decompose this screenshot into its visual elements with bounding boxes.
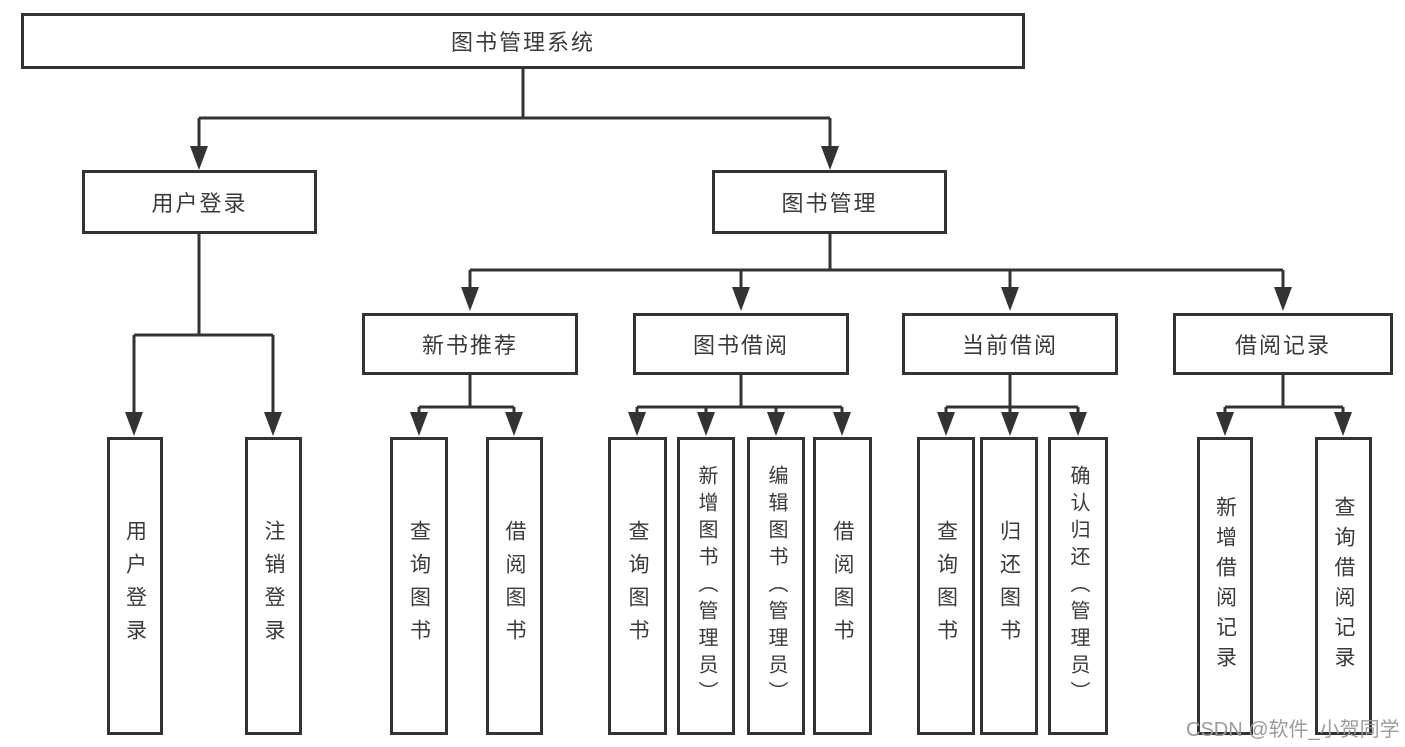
leaf-label: 查询图书: [934, 520, 958, 652]
arrowhead: [1334, 412, 1352, 436]
arrowhead: [937, 412, 955, 436]
arrowhead: [190, 146, 208, 170]
arrowhead: [125, 412, 143, 436]
arrowhead: [1216, 412, 1234, 436]
leaf-label: 用户登录: [123, 520, 147, 652]
node-new-book-recommend: 新书推荐: [362, 313, 578, 375]
node-label: 当前借阅: [961, 333, 1058, 358]
connector-user-login-to-leaves: [125, 234, 282, 436]
arrowhead: [732, 287, 750, 311]
node-current-borrow: 当前借阅: [902, 313, 1118, 375]
node-label: 图书管理系统: [450, 30, 595, 55]
leaf-label: 查询借阅记录: [1332, 496, 1355, 676]
node-label: 新书推荐: [421, 333, 518, 358]
arrowhead: [505, 412, 523, 436]
connector-book-borrow-to-leaves: [628, 375, 851, 436]
leaf-borrow-books: 借阅图书: [813, 437, 872, 735]
node-book-borrow: 图书借阅: [633, 313, 849, 375]
node-label: 用户登录: [151, 191, 248, 216]
arrowhead: [821, 146, 839, 170]
leaf-query-books-recommend: 查询图书: [390, 437, 448, 735]
leaf-label: 归还图书: [997, 520, 1021, 652]
leaf-label: 查询图书: [407, 520, 431, 652]
leaf-borrow-books-recommend: 借阅图书: [486, 437, 543, 735]
leaf-user-login: 用户登录: [107, 437, 163, 735]
leaf-query-borrow-record: 查询借阅记录: [1315, 437, 1372, 735]
leaf-label: 新增图书（管理员）: [695, 464, 717, 708]
arrowhead: [1001, 287, 1019, 311]
leaf-label: 确认归还（管理员）: [1067, 464, 1089, 708]
arrowhead: [410, 412, 428, 436]
leaf-logout: 注销登录: [245, 437, 302, 735]
leaf-label: 注销登录: [262, 520, 285, 652]
arrowhead: [1001, 412, 1019, 436]
arrowhead: [1069, 412, 1087, 436]
node-label: 借阅记录: [1234, 333, 1331, 358]
node-borrow-records: 借阅记录: [1173, 313, 1393, 375]
node-user-login: 用户登录: [82, 170, 317, 234]
connector-borrow-records-to-leaves: [1216, 375, 1352, 436]
leaf-label: 查询图书: [626, 520, 649, 652]
arrowhead: [1274, 287, 1292, 311]
node-label: 图书管理: [781, 191, 878, 216]
node-library-management-system: 图书管理系统: [21, 13, 1025, 69]
leaf-add-books-admin: 新增图书（管理员）: [677, 437, 735, 735]
leaf-label: 借阅图书: [831, 520, 854, 652]
leaf-label: 新增借阅记录: [1213, 496, 1237, 676]
connector-root-to-level2: [190, 68, 839, 170]
connector-current-borrow-to-leaves: [937, 375, 1087, 436]
connector-new-book-recommend-to-leaves: [410, 375, 523, 436]
arrowhead: [461, 287, 479, 311]
leaf-label: 编辑图书（管理员）: [765, 464, 787, 708]
arrowhead: [767, 412, 785, 436]
arrowhead: [833, 412, 851, 436]
leaf-edit-books-admin: 编辑图书（管理员）: [747, 437, 805, 735]
node-label: 图书借阅: [692, 333, 789, 358]
node-book-management: 图书管理: [712, 170, 947, 234]
leaf-query-books-current: 查询图书: [917, 437, 975, 735]
arrowhead: [697, 412, 715, 436]
arrowhead: [628, 412, 646, 436]
leaf-label: 借阅图书: [503, 520, 526, 652]
leaf-query-books-borrow: 查询图书: [608, 437, 667, 735]
arrowhead: [264, 412, 282, 436]
watermark-text: CSDN @软件_小贺同学: [1186, 719, 1400, 741]
connector-book-management-to-level3: [461, 234, 1292, 311]
leaf-return-books: 归还图书: [980, 437, 1038, 735]
leaf-add-borrow-record: 新增借阅记录: [1197, 437, 1253, 735]
leaf-confirm-return-admin: 确认归还（管理员）: [1048, 437, 1108, 735]
